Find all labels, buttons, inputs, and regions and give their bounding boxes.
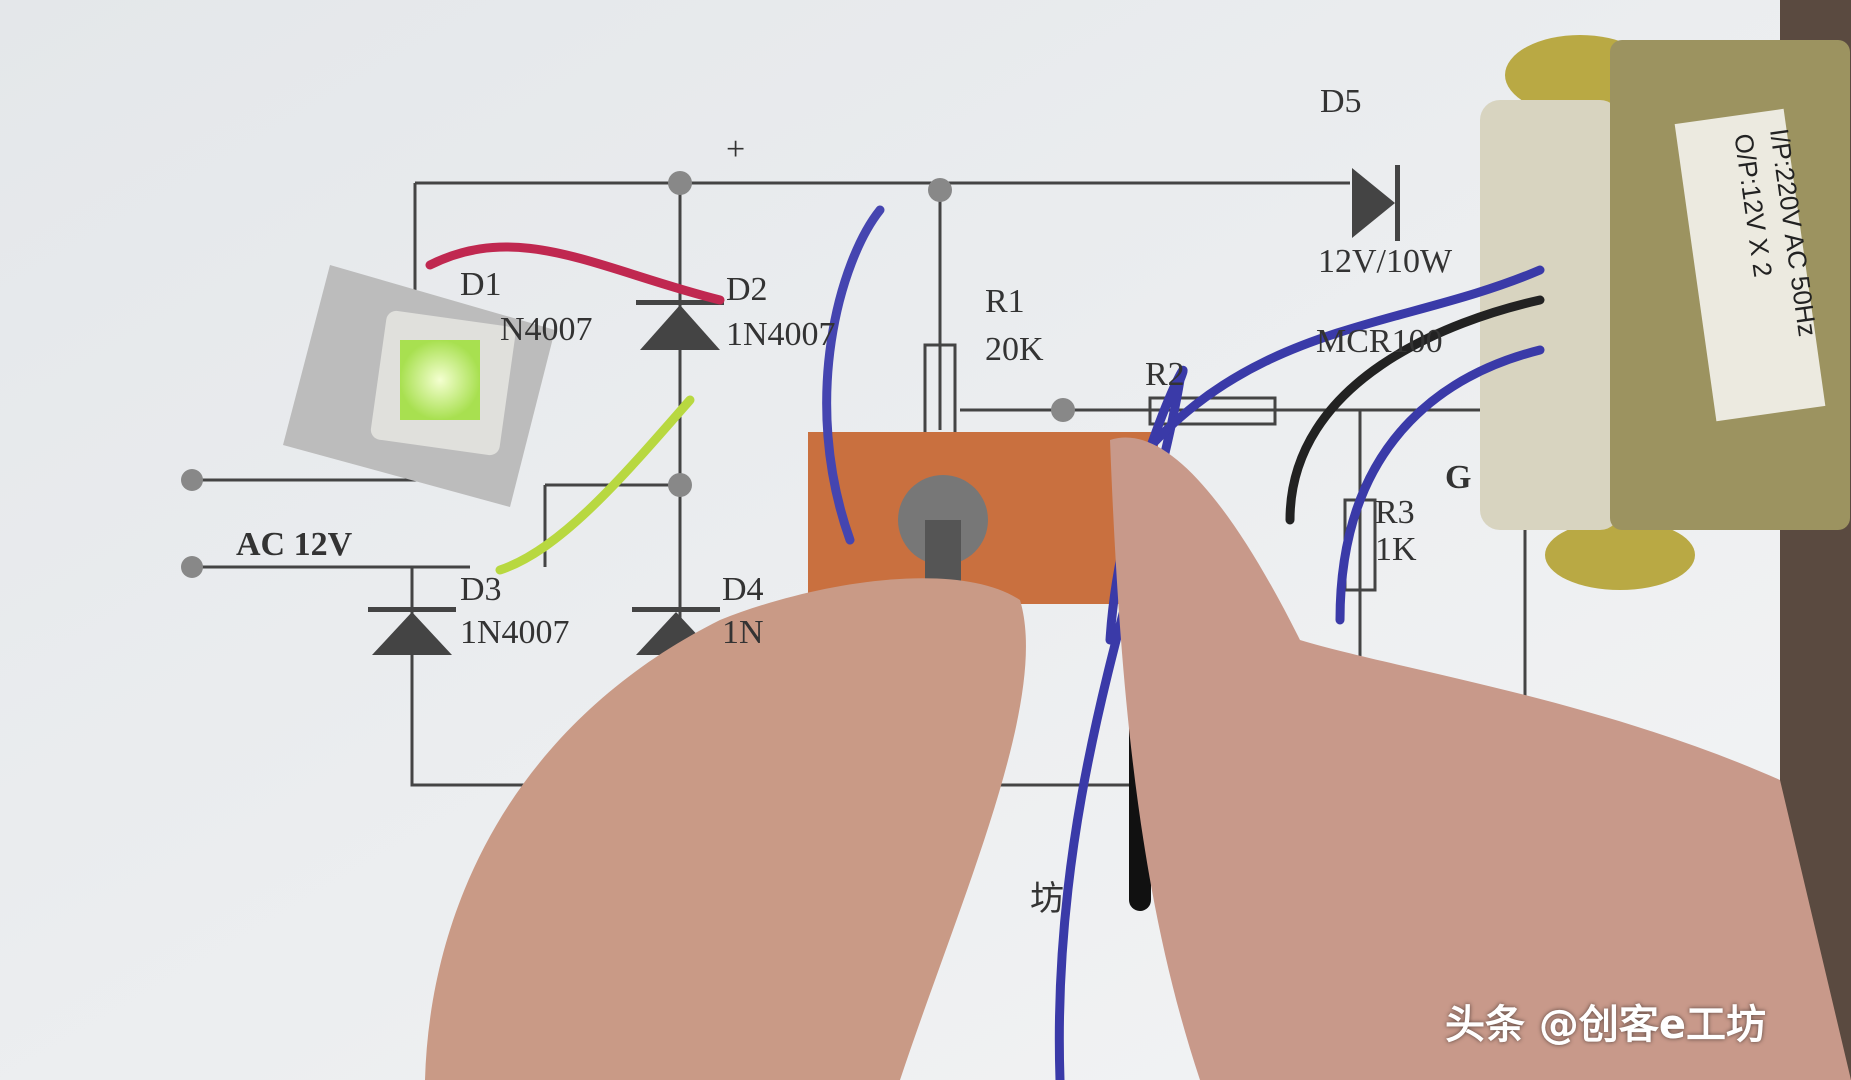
- d4-label: D4: [722, 571, 764, 608]
- d4-part: 1N: [722, 614, 764, 651]
- left-hand: [425, 578, 1026, 1080]
- ac-label: AC 12V: [236, 526, 353, 563]
- led-module: [283, 265, 555, 507]
- d3-label: D3: [460, 571, 502, 608]
- d5-label: D5: [1320, 83, 1362, 120]
- r3-label: R3: [1375, 494, 1415, 531]
- r2-symbol: [1148, 396, 1277, 426]
- d2-label: D2: [726, 271, 768, 308]
- d5-rating: 12V/10W: [1318, 243, 1453, 280]
- led-glow: [400, 340, 480, 420]
- gate-label: G: [1445, 459, 1471, 496]
- junction-dots: [181, 171, 1075, 578]
- transformer: [1480, 35, 1850, 590]
- diode-symbols: [368, 165, 1400, 655]
- r2-label: R2: [1145, 356, 1185, 393]
- plus-label: +: [726, 131, 745, 168]
- bottom-char: 坊: [1030, 880, 1064, 918]
- right-hand: [1110, 437, 1851, 1080]
- d3-part: 1N4007: [460, 614, 570, 651]
- r3-value: 1K: [1375, 531, 1417, 568]
- r1-value: 20K: [985, 331, 1044, 368]
- d1-part: N4007: [500, 311, 593, 348]
- d2-part: 1N4007: [726, 316, 836, 353]
- r1-label: R1: [985, 283, 1025, 320]
- watermark: 头条 @创客e工坊: [1445, 1002, 1767, 1048]
- d1-label: D1: [460, 266, 502, 303]
- scr-label: MCR100: [1316, 323, 1443, 360]
